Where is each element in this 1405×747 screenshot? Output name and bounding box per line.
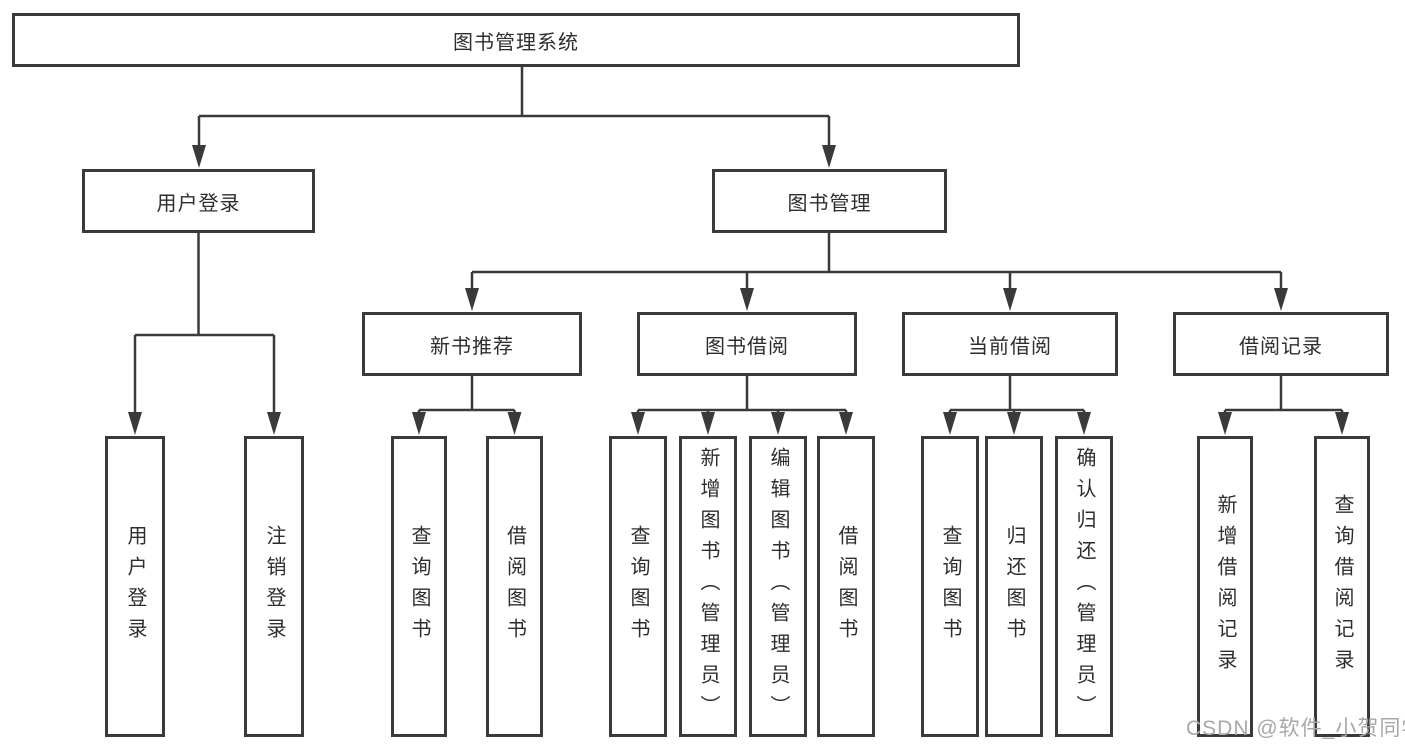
leaf-logout-label: 注销登录	[263, 524, 285, 649]
leaf-record-add-label: 新增借阅记录	[1214, 493, 1236, 680]
leaf-current-query: 查询图书	[921, 436, 979, 737]
leaf-current-query-label: 查询图书	[939, 524, 961, 649]
leaf-newbook-borrow-label: 借阅图书	[503, 524, 526, 649]
leaf-newbook-query: 查询图书	[391, 436, 447, 737]
node-book-borrow: 图书借阅	[637, 312, 857, 376]
watermark: CSDN @软件_小贺同学	[1186, 717, 1405, 740]
leaf-newbook-query-label: 查询图书	[408, 524, 430, 649]
node-user-login: 用户登录	[82, 169, 315, 233]
leaf-user-login-label: 用户登录	[124, 524, 146, 649]
node-book-management: 图书管理	[712, 169, 947, 233]
leaf-record-query-label: 查询借阅记录	[1331, 493, 1353, 680]
leaf-borrow-query: 查询图书	[609, 436, 667, 737]
node-user-login-label: 用户登录	[156, 192, 241, 215]
node-new-book-recommend-label: 新书推荐	[430, 335, 514, 358]
leaf-record-add: 新增借阅记录	[1197, 436, 1253, 737]
leaf-current-return: 归还图书	[985, 436, 1043, 737]
leaf-borrow-borrow-label: 借阅图书	[835, 524, 857, 649]
leaf-current-return-label: 归还图书	[1003, 524, 1025, 649]
leaf-current-confirm-return: 确认归还（管理员）	[1055, 436, 1113, 737]
node-new-book-recommend: 新书推荐	[362, 312, 582, 376]
leaf-borrow-add-label: 新增图书（管理员）	[697, 447, 719, 726]
node-current-borrow: 当前借阅	[902, 312, 1118, 376]
node-book-management-label: 图书管理	[787, 192, 872, 215]
leaf-user-login: 用户登录	[105, 436, 165, 737]
node-root: 图书管理系统	[12, 13, 1020, 67]
leaf-current-confirm-return-label: 确认归还（管理员）	[1073, 447, 1095, 726]
leaf-borrow-add: 新增图书（管理员）	[679, 436, 737, 737]
node-root-label: 图书管理系统	[453, 31, 579, 54]
leaf-logout: 注销登录	[244, 436, 304, 737]
node-book-borrow-label: 图书借阅	[705, 335, 789, 358]
leaf-record-query: 查询借阅记录	[1314, 436, 1370, 737]
node-current-borrow-label: 当前借阅	[968, 335, 1052, 358]
leaf-borrow-edit: 编辑图书（管理员）	[749, 436, 807, 737]
leaf-borrow-borrow: 借阅图书	[817, 436, 875, 737]
node-borrow-records-label: 借阅记录	[1239, 335, 1323, 358]
leaf-borrow-edit-label: 编辑图书（管理员）	[767, 447, 789, 726]
leaf-borrow-query-label: 查询图书	[627, 524, 649, 649]
node-borrow-records: 借阅记录	[1173, 312, 1389, 376]
leaf-newbook-borrow: 借阅图书	[486, 436, 543, 737]
